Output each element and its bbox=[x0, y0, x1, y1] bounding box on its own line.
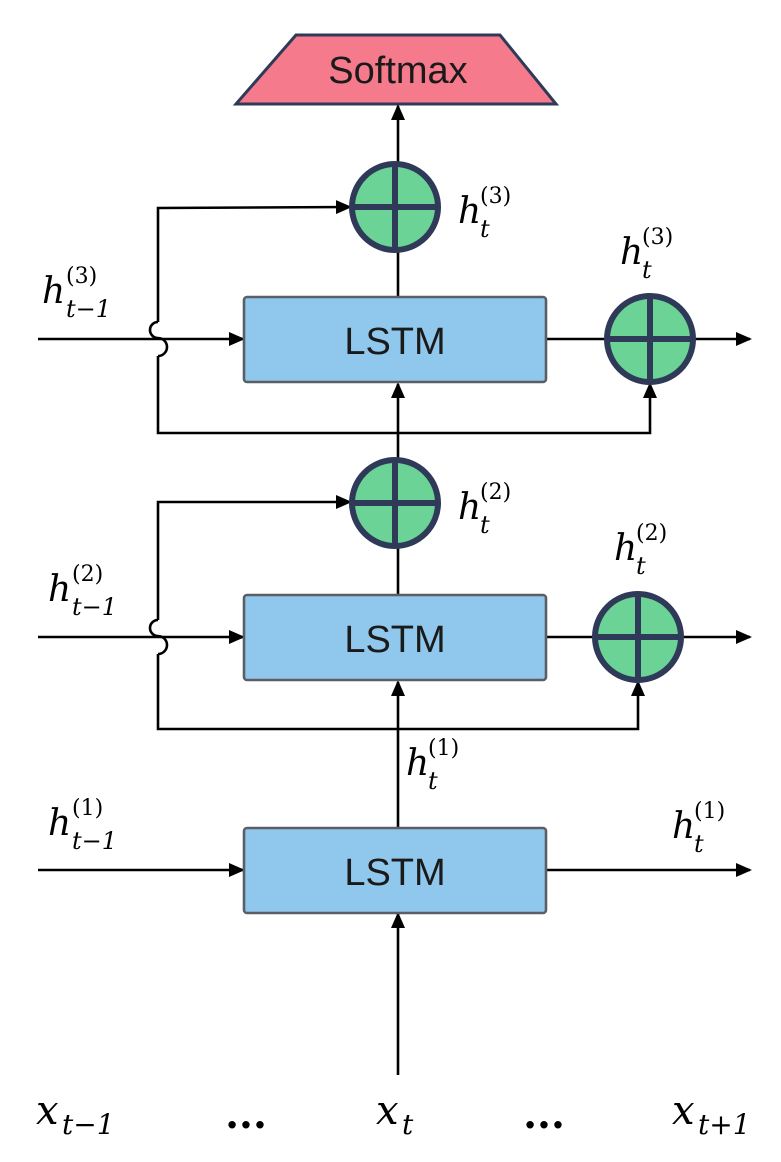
adder-plus-icon bbox=[349, 457, 441, 549]
svg-text:(3): (3) bbox=[480, 184, 511, 209]
svg-text:t: t bbox=[642, 256, 652, 284]
svg-text:h: h bbox=[458, 487, 481, 528]
svg-text:x: x bbox=[672, 1088, 695, 1134]
skip-bottom-to-adder3b bbox=[156, 356, 657, 435]
label-h3-t-up: h (3) t bbox=[458, 184, 511, 243]
label-h1-t-up: h (1) t bbox=[406, 736, 459, 795]
svg-text:(3): (3) bbox=[66, 264, 97, 289]
lstm-block-layer1: LSTM bbox=[242, 826, 548, 915]
svg-text:t: t bbox=[402, 1108, 414, 1141]
lstm-label-layer3: LSTM bbox=[344, 321, 445, 363]
svg-text:(1): (1) bbox=[694, 799, 725, 824]
svg-text:t−1: t−1 bbox=[72, 827, 117, 855]
svg-text:t+1: t+1 bbox=[698, 1108, 751, 1141]
lstm-block-layer2: LSTM bbox=[242, 593, 548, 682]
skip-top-to-adder3 bbox=[156, 200, 352, 322]
label-h3-t-right: h (3) t bbox=[620, 225, 673, 284]
svg-text:t−1: t−1 bbox=[66, 295, 111, 323]
label-h1-t-minus-1: h (1) t−1 bbox=[48, 796, 117, 855]
skip-top-to-adder2 bbox=[156, 495, 352, 620]
svg-text:x: x bbox=[36, 1088, 59, 1134]
adder-plus-icon bbox=[592, 591, 684, 683]
svg-text:h: h bbox=[48, 803, 71, 844]
label-x-t-minus-1: x t−1 bbox=[36, 1088, 115, 1141]
label-x-t: x t bbox=[376, 1088, 414, 1141]
svg-text:t: t bbox=[694, 830, 704, 858]
ellipsis-left: ... bbox=[225, 1091, 267, 1138]
adder-plus-icon bbox=[349, 161, 441, 253]
label-h3-t-minus-1: h (3) t−1 bbox=[42, 264, 111, 323]
svg-text:(3): (3) bbox=[642, 225, 673, 250]
svg-text:h: h bbox=[614, 528, 637, 569]
label-h2-t-right: h (2) t bbox=[614, 521, 667, 580]
svg-text:t: t bbox=[480, 215, 490, 243]
softmax-label: Softmax bbox=[328, 50, 467, 92]
label-h2-t-up: h (2) t bbox=[458, 480, 511, 539]
label-x-t-plus-1: x t+1 bbox=[672, 1088, 751, 1141]
svg-text:h: h bbox=[48, 569, 71, 610]
adder-plus-icon bbox=[604, 293, 696, 385]
svg-text:t−1: t−1 bbox=[72, 593, 117, 621]
svg-text:t: t bbox=[428, 767, 438, 795]
svg-text:h: h bbox=[42, 271, 65, 312]
lstm-label-layer2: LSTM bbox=[344, 619, 445, 661]
svg-text:h: h bbox=[406, 743, 429, 784]
label-h1-t-right: h (1) t bbox=[672, 799, 725, 858]
svg-text:(2): (2) bbox=[480, 480, 511, 505]
svg-text:(1): (1) bbox=[72, 796, 103, 821]
lstm-label-layer1: LSTM bbox=[344, 852, 445, 894]
label-h2-t-minus-1: h (2) t−1 bbox=[48, 562, 117, 621]
svg-text:t−1: t−1 bbox=[62, 1108, 115, 1141]
svg-text:t: t bbox=[636, 552, 646, 580]
svg-text:t: t bbox=[480, 511, 490, 539]
lstm-block-layer3: LSTM bbox=[242, 295, 548, 384]
ellipsis-right: ... bbox=[523, 1091, 565, 1138]
svg-text:(2): (2) bbox=[72, 562, 103, 587]
svg-text:(2): (2) bbox=[636, 521, 667, 546]
svg-text:x: x bbox=[376, 1088, 399, 1134]
softmax-block bbox=[232, 33, 560, 106]
svg-text:(1): (1) bbox=[428, 736, 459, 761]
svg-text:h: h bbox=[620, 232, 643, 273]
svg-text:h: h bbox=[458, 191, 481, 232]
svg-text:h: h bbox=[672, 806, 695, 847]
